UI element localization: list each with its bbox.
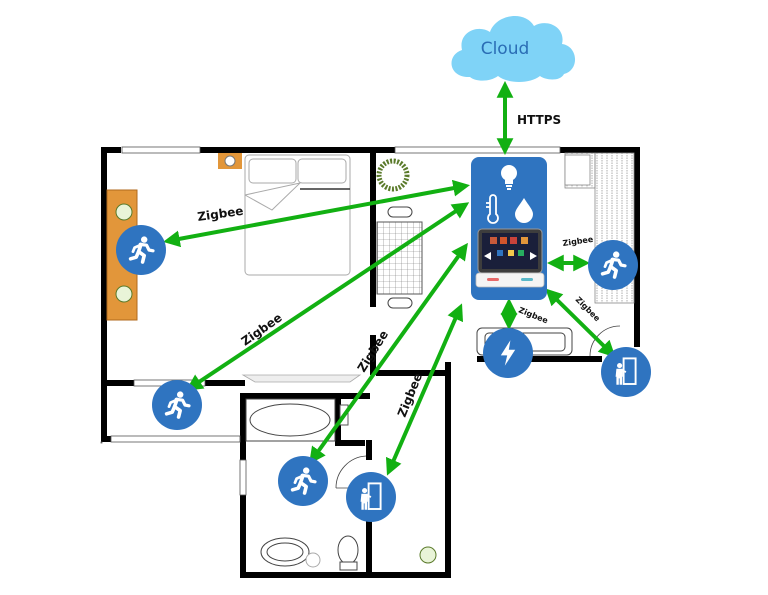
- wall: [205, 380, 245, 386]
- tablet-display-icon: [475, 228, 545, 288]
- wall: [240, 572, 451, 578]
- device-motion-sensor-kitchen[interactable]: [588, 240, 638, 290]
- wall: [370, 147, 376, 307]
- zigbee-arrow-entrance: [545, 288, 616, 358]
- device-door-sensor-bathroom[interactable]: [346, 472, 396, 522]
- wall: [366, 440, 372, 460]
- plant-icon: [376, 158, 410, 192]
- wall: [101, 436, 111, 442]
- wall: [335, 440, 365, 446]
- wall: [445, 362, 451, 578]
- wall: [634, 147, 640, 347]
- wall: [200, 147, 395, 153]
- wall: [560, 147, 640, 153]
- lightbulb-icon: [501, 165, 517, 190]
- wall: [101, 380, 134, 386]
- wall: [366, 490, 372, 572]
- wall: [240, 393, 370, 399]
- washbasin: [260, 537, 310, 567]
- cloud-node[interactable]: Cloud: [451, 15, 576, 82]
- zigbee-arrow-bathroom-door: [385, 303, 464, 476]
- toilet: [337, 535, 359, 571]
- wall: [477, 356, 602, 362]
- cloud-label: Cloud: [481, 39, 530, 59]
- device-door-sensor-entrance[interactable]: [601, 347, 651, 397]
- smart-home-hub[interactable]: [471, 157, 547, 300]
- zigbee-label-plug: Zigbee: [517, 306, 550, 326]
- water-drop-icon: [515, 198, 533, 223]
- wall: [101, 147, 121, 153]
- device-motion-sensor-hallway[interactable]: [152, 380, 202, 430]
- device-smart-plug[interactable]: [483, 328, 533, 378]
- zigbee-label-kitchen: Zigbee: [562, 235, 594, 248]
- cloud-icon: [451, 15, 576, 82]
- device-motion-sensor-bathroom[interactable]: [278, 456, 328, 506]
- links: [163, 80, 616, 476]
- zigbee-label-bedroom: Zigbee: [196, 204, 244, 224]
- plant-icon: [115, 203, 133, 303]
- plant-icon: [419, 546, 437, 564]
- bathtub: [245, 398, 336, 442]
- thermometer-icon: [486, 194, 499, 224]
- https-label: HTTPS: [517, 113, 561, 127]
- device-motion-sensor-bedroom[interactable]: [116, 225, 166, 275]
- wall: [101, 147, 107, 442]
